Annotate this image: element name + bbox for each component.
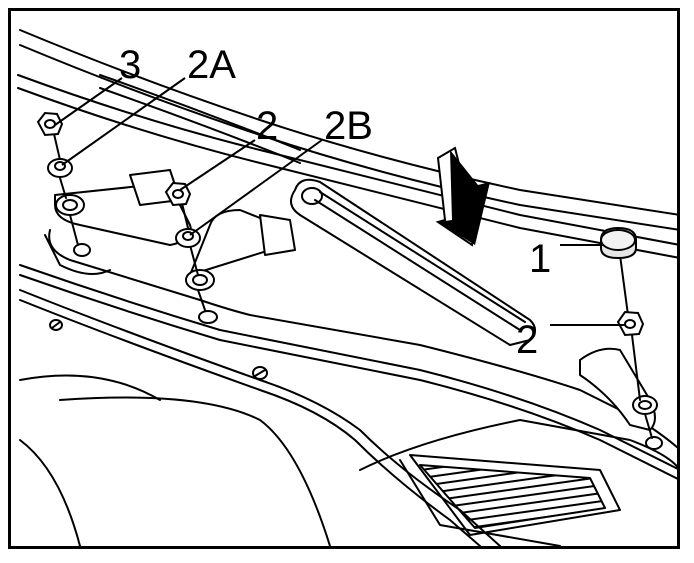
down-arrow-icon bbox=[435, 146, 490, 247]
callout-2b: 2B bbox=[324, 104, 373, 148]
hex-nut-icon bbox=[616, 310, 645, 337]
cowl-vent-frame bbox=[359, 419, 677, 546]
callout-2-left: 2 bbox=[256, 104, 279, 148]
callout-1: 1 bbox=[529, 237, 552, 281]
nut-cap-icon bbox=[600, 226, 637, 260]
leader-lines bbox=[54, 77, 625, 326]
callout-2a: 2A bbox=[187, 43, 236, 87]
cowl-vent-grille bbox=[419, 464, 606, 529]
washer-icon bbox=[47, 158, 73, 178]
stud-lines bbox=[51, 124, 641, 401]
diagram-frame: 3 2A 2 2B 1 2 bbox=[8, 8, 680, 549]
washer-icon bbox=[175, 228, 201, 248]
hex-nut-icon bbox=[36, 111, 64, 137]
callout-2-right: 2 bbox=[516, 318, 539, 362]
fender-curve bbox=[19, 374, 331, 546]
wiper-arm-removal-drawing bbox=[17, 29, 677, 546]
wiper-arm bbox=[290, 178, 536, 346]
callout-3: 3 bbox=[119, 43, 142, 87]
right-wiper-pivot bbox=[579, 347, 663, 450]
center-wiper-pivot bbox=[185, 209, 296, 324]
